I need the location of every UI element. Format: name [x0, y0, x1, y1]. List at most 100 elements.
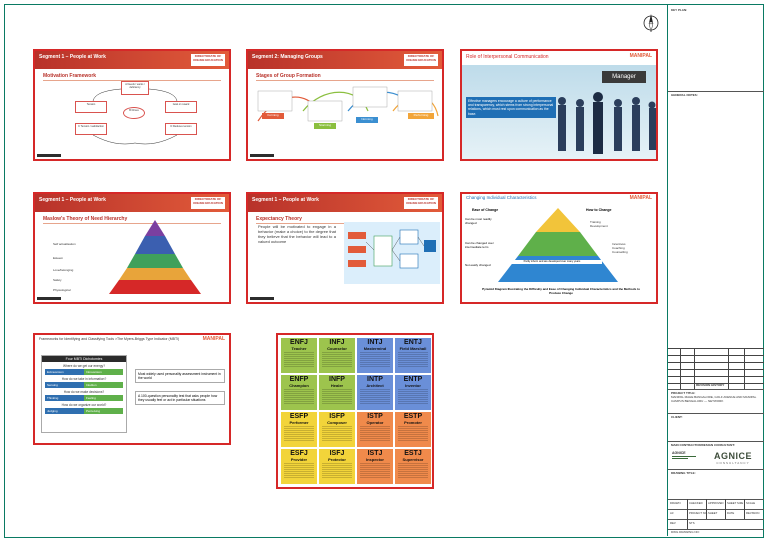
- title-block: KEY PLAN: GENERAL NOTES: REVISION HISTOR…: [667, 5, 764, 536]
- slide-header-text: Segment 1 – People at Work: [252, 197, 319, 203]
- cycle-arrows: [92, 88, 178, 145]
- row-intermediate: Can be changed over intermediate term: [465, 241, 494, 249]
- slide-motivation-framework[interactable]: Segment 1 – People at Work DIRECTORATE O…: [33, 49, 231, 161]
- dichotomy-right: Introversion: [84, 369, 123, 375]
- project-title: MANIPAL MAHE BANGALORE, GOLF AVENUE AND …: [671, 395, 757, 403]
- mbti-type-description: [360, 463, 390, 479]
- divider: [668, 413, 764, 414]
- divider: [668, 499, 764, 500]
- level-love: Love/belonging: [53, 268, 74, 272]
- dichotomies-panel-head: Four MBTI Dichotomies: [42, 356, 126, 362]
- mbti-type-name: Counselor: [327, 346, 347, 351]
- slide-expectancy-theory[interactable]: Segment 1 – People at Work DIRECTORATE O…: [246, 192, 444, 304]
- cell-divider: [687, 509, 688, 519]
- directorate-logo: DIRECTORATE OF ONLINE EDUCATION: [404, 197, 438, 209]
- manipal-logo: MANIPAL: [629, 53, 652, 59]
- mbti-type-name: Healer: [330, 383, 344, 388]
- dichotomy-left: Thinking: [45, 395, 84, 401]
- slide-header-text: Segment 1 – People at Work: [39, 197, 106, 203]
- drawing-title-label: DRAWING TITLE:: [671, 471, 696, 475]
- mbti-type-name: Mastermind: [363, 346, 387, 351]
- group-stage-waves: [257, 86, 439, 122]
- list-training: Training Development: [590, 220, 608, 228]
- cell-divider: [706, 499, 707, 509]
- expectancy-diagram: [344, 222, 440, 284]
- mbti-type-description: [360, 426, 390, 442]
- level-esteem: Esteem: [53, 256, 64, 260]
- divider: [668, 441, 764, 442]
- mbti-type-description: [398, 426, 428, 442]
- slide-footer-bar: [250, 297, 274, 300]
- mbti-type-name: Promoter: [404, 420, 422, 425]
- mbti-type-name: Operator: [366, 420, 384, 425]
- slide-title: Frameworks for Identifying and Classifyi…: [39, 337, 180, 341]
- cell-divider: [725, 499, 726, 509]
- company-sub: CONSULTANCY: [716, 461, 750, 465]
- directorate-logo: DIRECTORATE OF ONLINE EDUCATION: [191, 54, 225, 66]
- mbti-type-code: ENFP: [289, 376, 309, 383]
- item-coaching: Coaching: [612, 246, 625, 250]
- cell-divider: [706, 509, 707, 519]
- agnice-logo: AGNICE CONSULTANCY: [704, 451, 762, 465]
- mbti-type-code: ISFJ: [329, 450, 345, 457]
- maslow-pyramid: [109, 220, 201, 294]
- mbti-type-description: [360, 352, 390, 368]
- slide-interpersonal-communication[interactable]: Role of Interpersonal Communication MANI…: [460, 49, 658, 161]
- list-incentives: Incentives Coaching Counselling: [612, 242, 628, 254]
- dichotomies-panel: Four MBTI Dichotomies Where do we get ou…: [41, 355, 127, 433]
- slide-bullet: People will be motivated to engage in a …: [258, 224, 336, 244]
- node-needs: A Needs / wants / deficiency: [121, 81, 149, 95]
- slide-footer-bar: [37, 297, 61, 300]
- slide-header: Segment 2: Managing Groups DIRECTORATE O…: [248, 51, 442, 69]
- manager-badge: Manager: [602, 71, 646, 83]
- slide-subtitle: Motivation Framework: [43, 73, 221, 81]
- mbti-type-code: INTJ: [367, 339, 383, 346]
- slide-maslow-hierarchy[interactable]: Segment 1 – People at Work DIRECTORATE O…: [33, 192, 231, 304]
- divider: [668, 529, 764, 530]
- business-people-illustration: [558, 92, 656, 154]
- slide-group-formation[interactable]: Segment 2: Managing Groups DIRECTORATE O…: [246, 49, 444, 161]
- pyramid-caption: Pyramid Diagram Illustrating the Difficu…: [482, 287, 640, 295]
- mbti-type-description: [322, 389, 352, 405]
- drawing-sheet: Segment 1 – People at Work DIRECTORATE O…: [4, 4, 764, 538]
- dichotomy-question: Where do we get our energy?: [63, 364, 105, 368]
- title-block-cell: SHEET: [708, 511, 718, 515]
- mbti-type-code: ENTP: [403, 376, 423, 383]
- mbti-type-description: [398, 463, 428, 479]
- slide-mbti-framework[interactable]: Frameworks for Identifying and Classifyi…: [33, 333, 231, 445]
- slide-changing-characteristics[interactable]: Changing Individual Characteristics MANI…: [460, 192, 658, 304]
- level-self-actualisation: Self actualisation: [53, 242, 76, 246]
- note-100-question: A 100-question personality test that ask…: [135, 391, 225, 406]
- stage-norming: Norming: [356, 117, 378, 123]
- key-plan-label: KEY PLAN:: [671, 8, 688, 12]
- manipal-logo: MANIPAL: [202, 336, 225, 342]
- mbti-type-code: ENFJ: [290, 339, 308, 346]
- dichotomy-right: Intuition: [84, 382, 123, 388]
- list-additions: Additions Replacements: [622, 266, 641, 274]
- mbti-type-name: Supervisor: [402, 457, 424, 462]
- title-block-cell: APPROVED: [708, 501, 724, 505]
- title-block-cell: SHEET SIZE: [727, 501, 744, 505]
- mbti-type-name: Architect: [366, 383, 384, 388]
- mbti-type-description: [322, 463, 352, 479]
- inborn-band: Partly inborn and are developed over man…: [502, 260, 602, 264]
- title-block-cell: CHECKED: [689, 501, 703, 505]
- slide-footer-bar: [250, 154, 274, 157]
- mbti-type-code: ESFP: [289, 413, 309, 420]
- mbti-type-description: [398, 352, 428, 368]
- row-not-easily: Not easily changed: [465, 263, 491, 267]
- slide-body-text: Effective managers encourage a culture o…: [466, 97, 556, 118]
- cell-divider: [687, 499, 688, 509]
- node-tension-left: Tension: [75, 101, 107, 113]
- row-most-readily: Can be most readily changed: [465, 217, 492, 225]
